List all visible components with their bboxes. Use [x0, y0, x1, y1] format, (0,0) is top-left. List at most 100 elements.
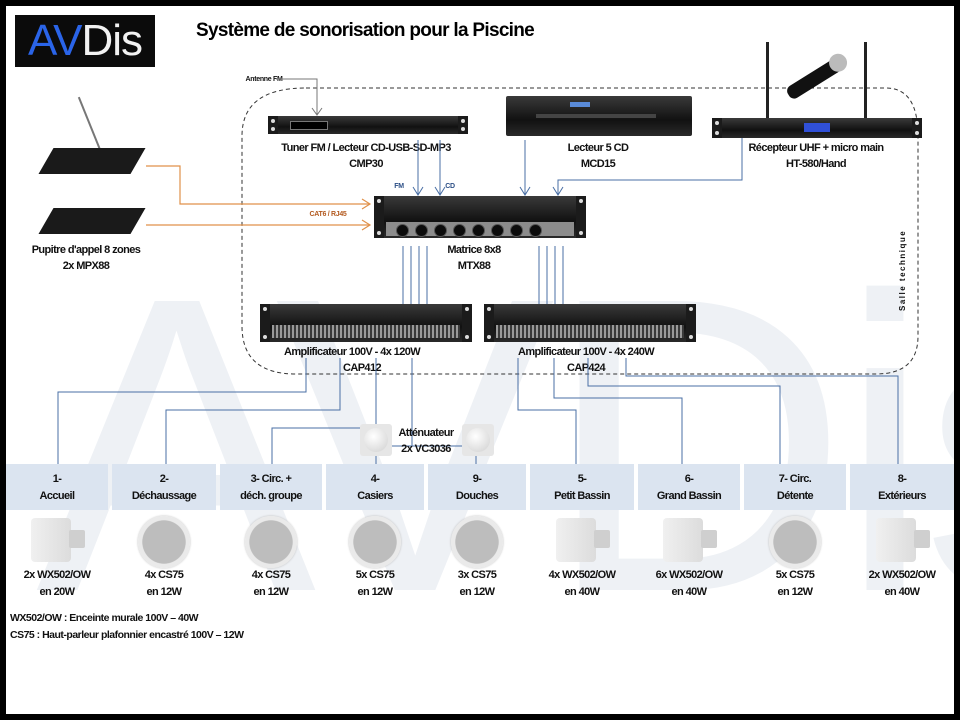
zone-box[interactable]: 9- Douches — [428, 464, 526, 510]
zone-box[interactable]: 5- Petit Bassin — [530, 464, 634, 510]
zone-number: 9- — [472, 473, 482, 485]
zone-speaker-power: en 20W — [39, 586, 76, 598]
ceiling-speaker-icon — [769, 516, 821, 568]
cat6-label: CAT6 / RJ45 — [309, 211, 347, 218]
wire-matrix-amp2 — [538, 246, 564, 306]
uhf-model: HT-580/Hand — [785, 158, 847, 170]
zone-name: Accueil — [39, 490, 76, 502]
paging-name: Pupitre d'appel 8 zones — [31, 244, 141, 256]
antenna-wire — [276, 78, 318, 114]
tuner-name: Tuner FM / Lecteur CD-USB-SD-MP3 — [281, 142, 451, 154]
antenna-arrow — [311, 107, 323, 116]
antenna-label: Antenne FM — [245, 76, 283, 83]
attenuator-name: Atténuateur — [398, 427, 454, 439]
zone-number: 1- — [52, 473, 62, 485]
ceiling-speaker-icon — [349, 516, 401, 568]
zone-name: Petit Bassin — [554, 490, 610, 502]
amplifier-cap412[interactable] — [260, 304, 472, 342]
wire-zone-7 — [587, 358, 781, 464]
ceiling-speaker-icon — [451, 516, 503, 568]
paging-model: 2x MPX88 — [62, 260, 110, 272]
zone-box[interactable]: 3- Circ. + déch. groupe — [220, 464, 322, 510]
zone-speaker-qty: 4x CS75 — [144, 569, 184, 581]
zone-number: 8- — [897, 473, 907, 485]
paging-station-2[interactable] — [38, 208, 146, 234]
zone-speaker-qty: 5x CS75 — [355, 569, 395, 581]
amplifier-cap424[interactable] — [484, 304, 696, 342]
legend-cs75: CS75 : Haut-parleur plafonnier encastré … — [10, 629, 244, 641]
zone-box[interactable]: 6- Grand Bassin — [638, 464, 740, 510]
zone-speaker-power: en 12W — [253, 586, 290, 598]
page-title: Système de sonorisation pour la Piscine — [196, 20, 535, 41]
zone-speaker-qty: 3x CS75 — [457, 569, 497, 581]
zone-speaker-qty: 2x WX502/OW — [868, 569, 936, 581]
zone-box[interactable]: 1- Accueil — [6, 464, 108, 510]
legend-wx502: WX502/OW : Enceinte murale 100V – 40W — [10, 612, 199, 624]
tuner-model: CMP30 — [349, 158, 383, 170]
matrix-name: Matrice 8x8 — [447, 244, 501, 256]
logo-av: AV — [28, 16, 82, 65]
zone-speaker-power: en 12W — [146, 586, 183, 598]
zone-speaker-power: en 40W — [671, 586, 708, 598]
wire-zone-2 — [165, 358, 341, 464]
wall-speaker-icon — [663, 518, 717, 562]
ceiling-speaker-icon — [245, 516, 297, 568]
attenuator-2[interactable] — [462, 424, 494, 456]
ceiling-speaker-icon — [138, 516, 190, 568]
zone-name: Extérieurs — [878, 490, 926, 502]
zone-name: Détente — [776, 490, 814, 502]
uhf-antenna-right — [864, 42, 867, 122]
wire-zone-5 — [517, 358, 577, 464]
zone-name: Casiers — [357, 490, 393, 502]
amp2-name: Amplificateur 100V - 4x 240W — [517, 346, 655, 358]
zone-number: 5- — [577, 473, 587, 485]
zone-box[interactable]: 2- Déchaussage — [112, 464, 216, 510]
zone-speaker-qty: 4x WX502/OW — [548, 569, 616, 581]
zone-name: Déchaussage — [131, 490, 197, 502]
zone-number: 6- — [684, 473, 694, 485]
zone-speaker-power: en 12W — [357, 586, 394, 598]
cd-changer-model: MCD15 — [580, 158, 616, 170]
zone-speaker-power: en 40W — [884, 586, 921, 598]
uhf-antenna-left — [766, 42, 769, 122]
logo-dis: Dis — [81, 16, 143, 65]
room-label: Salle technique — [898, 229, 907, 311]
wall-speaker-icon — [876, 518, 930, 562]
zone-box[interactable]: 4-Casiers — [326, 464, 424, 510]
fm-label: FM — [394, 183, 404, 190]
wire-cat6-1 — [146, 165, 370, 205]
zone-speaker-qty: 6x WX502/OW — [655, 569, 723, 581]
amp1-name: Amplificateur 100V - 4x 120W — [283, 346, 421, 358]
zone-name: Douches — [455, 490, 499, 502]
zone-number: 2- — [159, 473, 169, 485]
zone-speaker-power: en 12W — [459, 586, 496, 598]
attenuator-1[interactable] — [360, 424, 392, 456]
tuner-cmp30[interactable] — [268, 116, 468, 134]
wiring-layer — [57, 78, 919, 464]
wire-matrix-amp1 — [402, 246, 428, 306]
wire-zone-1 — [57, 358, 307, 464]
zone-number: 3- Circ. + — [250, 473, 292, 485]
wire-zone-6 — [553, 358, 683, 464]
amp2-model: CAP424 — [567, 362, 606, 374]
zone-speaker-qty: 4x CS75 — [251, 569, 291, 581]
uhf-name: Récepteur UHF + micro main — [748, 142, 884, 154]
zone-number: 7- Circ. — [778, 473, 812, 485]
cd-changer-name: Lecteur 5 CD — [567, 142, 629, 154]
cd-changer-mcd15[interactable] — [506, 96, 692, 136]
wall-speaker-icon — [31, 518, 85, 562]
wall-speaker-icon — [556, 518, 610, 562]
uhf-receiver[interactable] — [712, 118, 922, 138]
zone-name: Grand Bassin — [656, 490, 722, 502]
paging-station-1[interactable] — [38, 148, 146, 174]
zone-speaker-power: en 12W — [777, 586, 814, 598]
zone-name: déch. groupe — [240, 490, 302, 502]
wire-uhf — [557, 136, 743, 194]
zone-box[interactable]: 7- Circ. Détente — [744, 464, 846, 510]
matrix-mtx88[interactable] — [374, 196, 586, 238]
zone-speaker-qty: 2x WX502/OW — [23, 569, 91, 581]
amp1-model: CAP412 — [343, 362, 382, 374]
zone-box[interactable]: 8- Extérieurs — [850, 464, 954, 510]
